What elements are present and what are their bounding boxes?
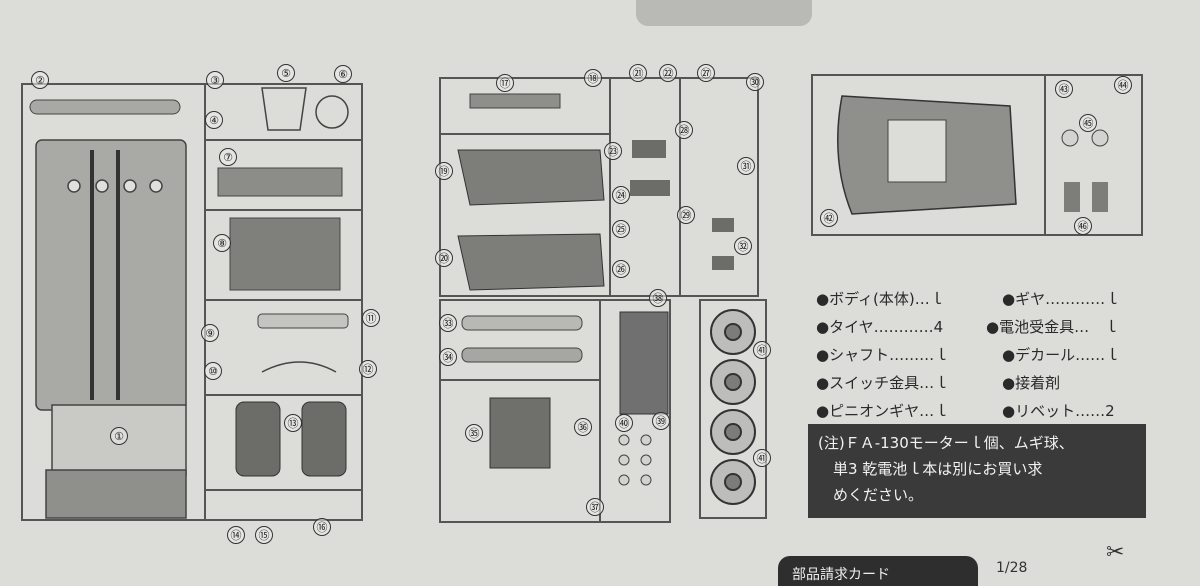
part-number-label: ㉜ xyxy=(734,237,752,255)
part-number-label: ⑰ xyxy=(496,74,514,92)
part-number-label: ㊹ xyxy=(1114,76,1132,94)
part-number-label: ㊱ xyxy=(574,418,592,436)
parts-list-item: ●スイッチ金具…ｌ xyxy=(816,374,950,392)
part-number-label: ⑪ xyxy=(362,309,380,327)
part-number-label: ⑱ xyxy=(584,69,602,87)
part-number-label: ⑦ xyxy=(219,148,237,166)
part-number-label: ㊶ xyxy=(753,449,771,467)
part-number-label: ⑤ xyxy=(277,64,295,82)
parts-list-item: ●デカール……ｌ xyxy=(1002,346,1121,364)
part-number-label: ㊵ xyxy=(615,414,633,432)
part-number-label: ⑨ xyxy=(201,324,219,342)
sprue-frame-right xyxy=(811,74,1143,236)
sprue-frame-wheels xyxy=(699,299,767,519)
scissors-icon: ✂ xyxy=(1106,540,1125,565)
page-counter: 1/28 xyxy=(996,560,1028,576)
chassis-part xyxy=(35,139,187,519)
part-number-label: ③ xyxy=(206,71,224,89)
part-number-label: ㉟ xyxy=(465,424,483,442)
part-number-label: ㊳ xyxy=(649,289,667,307)
parts-list-item: ●ボディ(本体)…ｌ xyxy=(816,290,945,308)
part-number-label: ㊺ xyxy=(1079,114,1097,132)
part-number-label: ㉙ xyxy=(677,206,695,224)
part-number-label: ㉛ xyxy=(737,157,755,175)
parts-list-item: ●シャフト………ｌ xyxy=(816,346,950,364)
part-number-label: ① xyxy=(110,427,128,445)
part-number-label: ⑩ xyxy=(204,362,222,380)
part-number-label: ㉓ xyxy=(604,142,622,160)
part-number-label: ㊸ xyxy=(1055,80,1073,98)
part-number-label: ㊲ xyxy=(586,498,604,516)
part-number-label: ⑮ xyxy=(255,526,273,544)
part-number-label: ㊷ xyxy=(820,209,838,227)
sprue-frame-left xyxy=(21,83,363,521)
part-number-label: ④ xyxy=(205,111,223,129)
parts-request-card-tab: 部品請求カード xyxy=(778,556,978,586)
part-number-label: ㉒ xyxy=(659,64,677,82)
part-number-label: ⑯ xyxy=(313,518,331,536)
part-number-label: ㉖ xyxy=(612,260,630,278)
parts-list-item: ●リベット……2 xyxy=(1002,402,1115,420)
note-line: 単3 乾電池ｌ本は別にお買い求 xyxy=(818,460,1043,478)
part-number-label: ⑬ xyxy=(284,414,302,432)
parts-list-item: ●接着剤 xyxy=(1002,374,1061,392)
part-number-label: ㉘ xyxy=(675,121,693,139)
part-number-label: ㉑ xyxy=(629,64,647,82)
parts-list-item: ●ピニオンギヤ…ｌ xyxy=(816,402,950,420)
part-number-label: ⑥ xyxy=(334,65,352,83)
part-number-label: ㉔ xyxy=(612,186,630,204)
parts-list-item: ●電池受金具… ｌ xyxy=(986,318,1120,336)
part-number-label: ⑧ xyxy=(213,234,231,252)
part-number-label: ㉗ xyxy=(697,64,715,82)
part-number-label: ㊻ xyxy=(1074,217,1092,235)
part-number-label: ㉝ xyxy=(439,314,457,332)
header-tab-shape xyxy=(636,0,812,26)
note-line: (注)ＦＡ-130モーターｌ個、ムギ球、 xyxy=(818,434,1074,452)
part-number-label: ⑫ xyxy=(359,360,377,378)
part-number-label: ㊴ xyxy=(652,412,670,430)
part-number-label: ㉕ xyxy=(612,220,630,238)
note-box: (注)ＦＡ-130モーターｌ個、ムギ球、 単3 乾電池ｌ本は別にお買い求 めくだ… xyxy=(808,424,1146,518)
part-number-label: ⑳ xyxy=(435,249,453,267)
part-number-label: ㊶ xyxy=(753,341,771,359)
part-number-label: ⑲ xyxy=(435,162,453,180)
sprue-frame-middle-bottom xyxy=(439,299,671,523)
part-number-label: ㉞ xyxy=(439,348,457,366)
parts-list-item: ●ギヤ…………ｌ xyxy=(1002,290,1121,308)
note-line: めください。 xyxy=(818,486,924,504)
part-number-label: ㉚ xyxy=(746,73,764,91)
part-number-label: ⑭ xyxy=(227,526,245,544)
parts-list-item: ●タイヤ…………4 xyxy=(816,318,944,336)
part-number-label: ② xyxy=(31,71,49,89)
